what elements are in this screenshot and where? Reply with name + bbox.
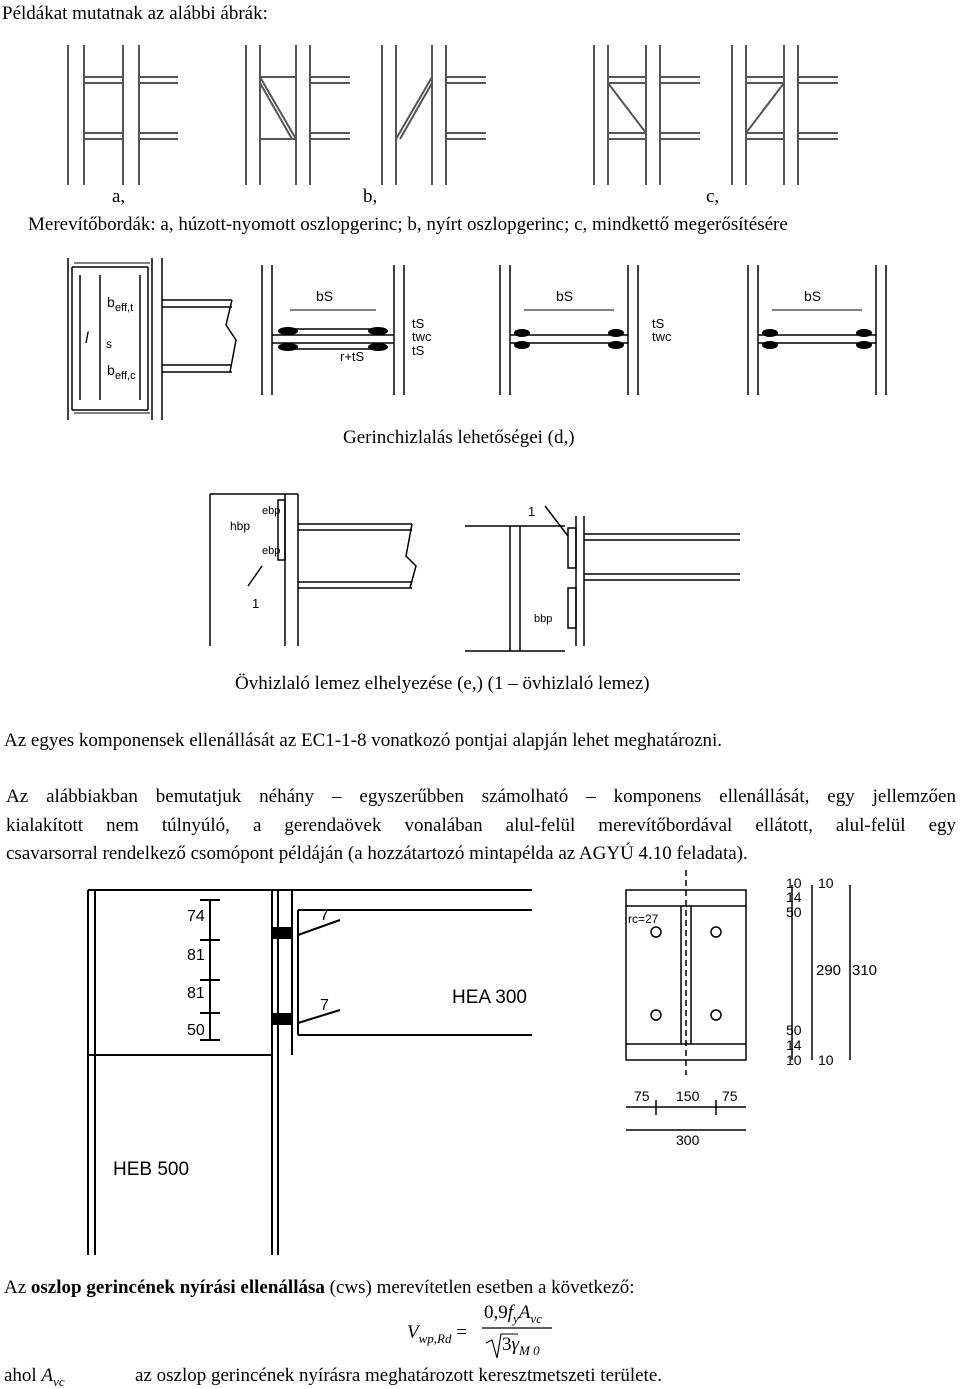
svg-text:eff,t: eff,t [115, 302, 133, 314]
shear-sentence: Az oszlop gerincének nyírási ellenállása… [4, 1277, 635, 1298]
para-2-line-2: kialakított nem túlnyúló, a gerendaövek … [6, 814, 956, 836]
ahol-label: ahol Avc [4, 1365, 65, 1389]
svg-text:10: 10 [818, 875, 834, 891]
svg-text:150: 150 [676, 1088, 700, 1104]
fig2-bs1: bS [316, 288, 333, 304]
svg-text:10: 10 [818, 1052, 834, 1068]
svg-text:twc: twc [652, 329, 672, 344]
svg-text:50: 50 [786, 904, 802, 920]
svg-text:ebp: ebp [262, 545, 280, 557]
formula-numerator: 0,9fyAvc [484, 1302, 542, 1326]
fig2-b1: b [107, 294, 115, 310]
fig1-caption: Merevítőbordák: a, húzott-nyomott oszlop… [28, 214, 788, 235]
svg-text:310: 310 [852, 962, 877, 979]
fig3-caption: Övhizlaló lemez elhelyezése (e,) (1 – öv… [235, 673, 650, 694]
svg-text:1: 1 [528, 504, 535, 519]
para-1: Az egyes komponensek ellenállását az EC1… [4, 730, 723, 751]
svg-text:75: 75 [722, 1088, 738, 1104]
svg-text:eff,c: eff,c [115, 370, 136, 382]
svg-text:300: 300 [676, 1132, 700, 1148]
web-doubler-figure: b eff,t l s b eff,c bS tS twc tS r+tS bS… [67, 258, 887, 420]
svg-text:l: l [85, 330, 89, 347]
para-2: Az alábbiakban bemutatjuk néhány – egysz… [6, 783, 956, 869]
ahol-text: az oszlop gerincének nyírásra meghatároz… [135, 1365, 662, 1386]
svg-text:r+tS: r+tS [340, 349, 365, 364]
svg-text:10: 10 [786, 1052, 802, 1068]
svg-text:tS: tS [412, 316, 425, 331]
svg-text:tS: tS [652, 316, 665, 331]
formula-denominator: 3γM 0 [502, 1334, 540, 1358]
backing-plate-figure: hbp ebp ebp 1 1 bbp [209, 493, 740, 652]
svg-text:74: 74 [187, 908, 205, 925]
svg-text:b: b [107, 362, 115, 378]
svg-text:tS: tS [412, 343, 425, 358]
svg-text:81: 81 [187, 947, 205, 964]
beam-label: HEA 300 [452, 987, 527, 1008]
stiffener-figure [67, 45, 838, 185]
fig1-label-b: b, [363, 186, 378, 207]
svg-text:14: 14 [786, 1037, 802, 1053]
joint-figure: 74 81 81 50 7 7 HEA 300 HEB 500 rc=27 10… [87, 870, 877, 1255]
svg-text:hbp: hbp [230, 519, 250, 533]
svg-text:14: 14 [786, 889, 802, 905]
svg-text:50: 50 [786, 1022, 802, 1038]
svg-text:bS: bS [804, 288, 821, 304]
svg-text:7: 7 [320, 907, 329, 924]
svg-text:twc: twc [412, 329, 432, 344]
svg-text:bS: bS [556, 288, 573, 304]
fig1-label-a: a, [112, 186, 126, 207]
svg-text:75: 75 [634, 1088, 650, 1104]
formula-lhs: Vwp,Rd = [407, 1322, 467, 1346]
svg-text:1: 1 [252, 596, 259, 611]
svg-text:81: 81 [187, 985, 205, 1002]
svg-text:50: 50 [187, 1022, 205, 1039]
svg-text:s: s [106, 337, 112, 351]
fig2-caption: Gerinchizlalás lehetőségei (d,) [343, 427, 575, 448]
svg-text:10: 10 [786, 875, 802, 891]
svg-text:ebp: ebp [262, 505, 280, 517]
column-label: HEB 500 [113, 1159, 189, 1180]
svg-text:290: 290 [816, 962, 841, 979]
svg-text:7: 7 [320, 997, 329, 1014]
svg-text:rc=27: rc=27 [628, 912, 659, 926]
para-2-line-1: Az alábbiakban bemutatjuk néhány – egysz… [6, 786, 956, 807]
para-2-line-3: csavarsorral rendelkező csomópont példáj… [6, 843, 748, 864]
intro-text: Példákat mutatnak az alábbi ábrák: [2, 3, 268, 24]
fig1-label-c: c, [706, 186, 720, 207]
svg-text:bbp: bbp [534, 613, 552, 625]
